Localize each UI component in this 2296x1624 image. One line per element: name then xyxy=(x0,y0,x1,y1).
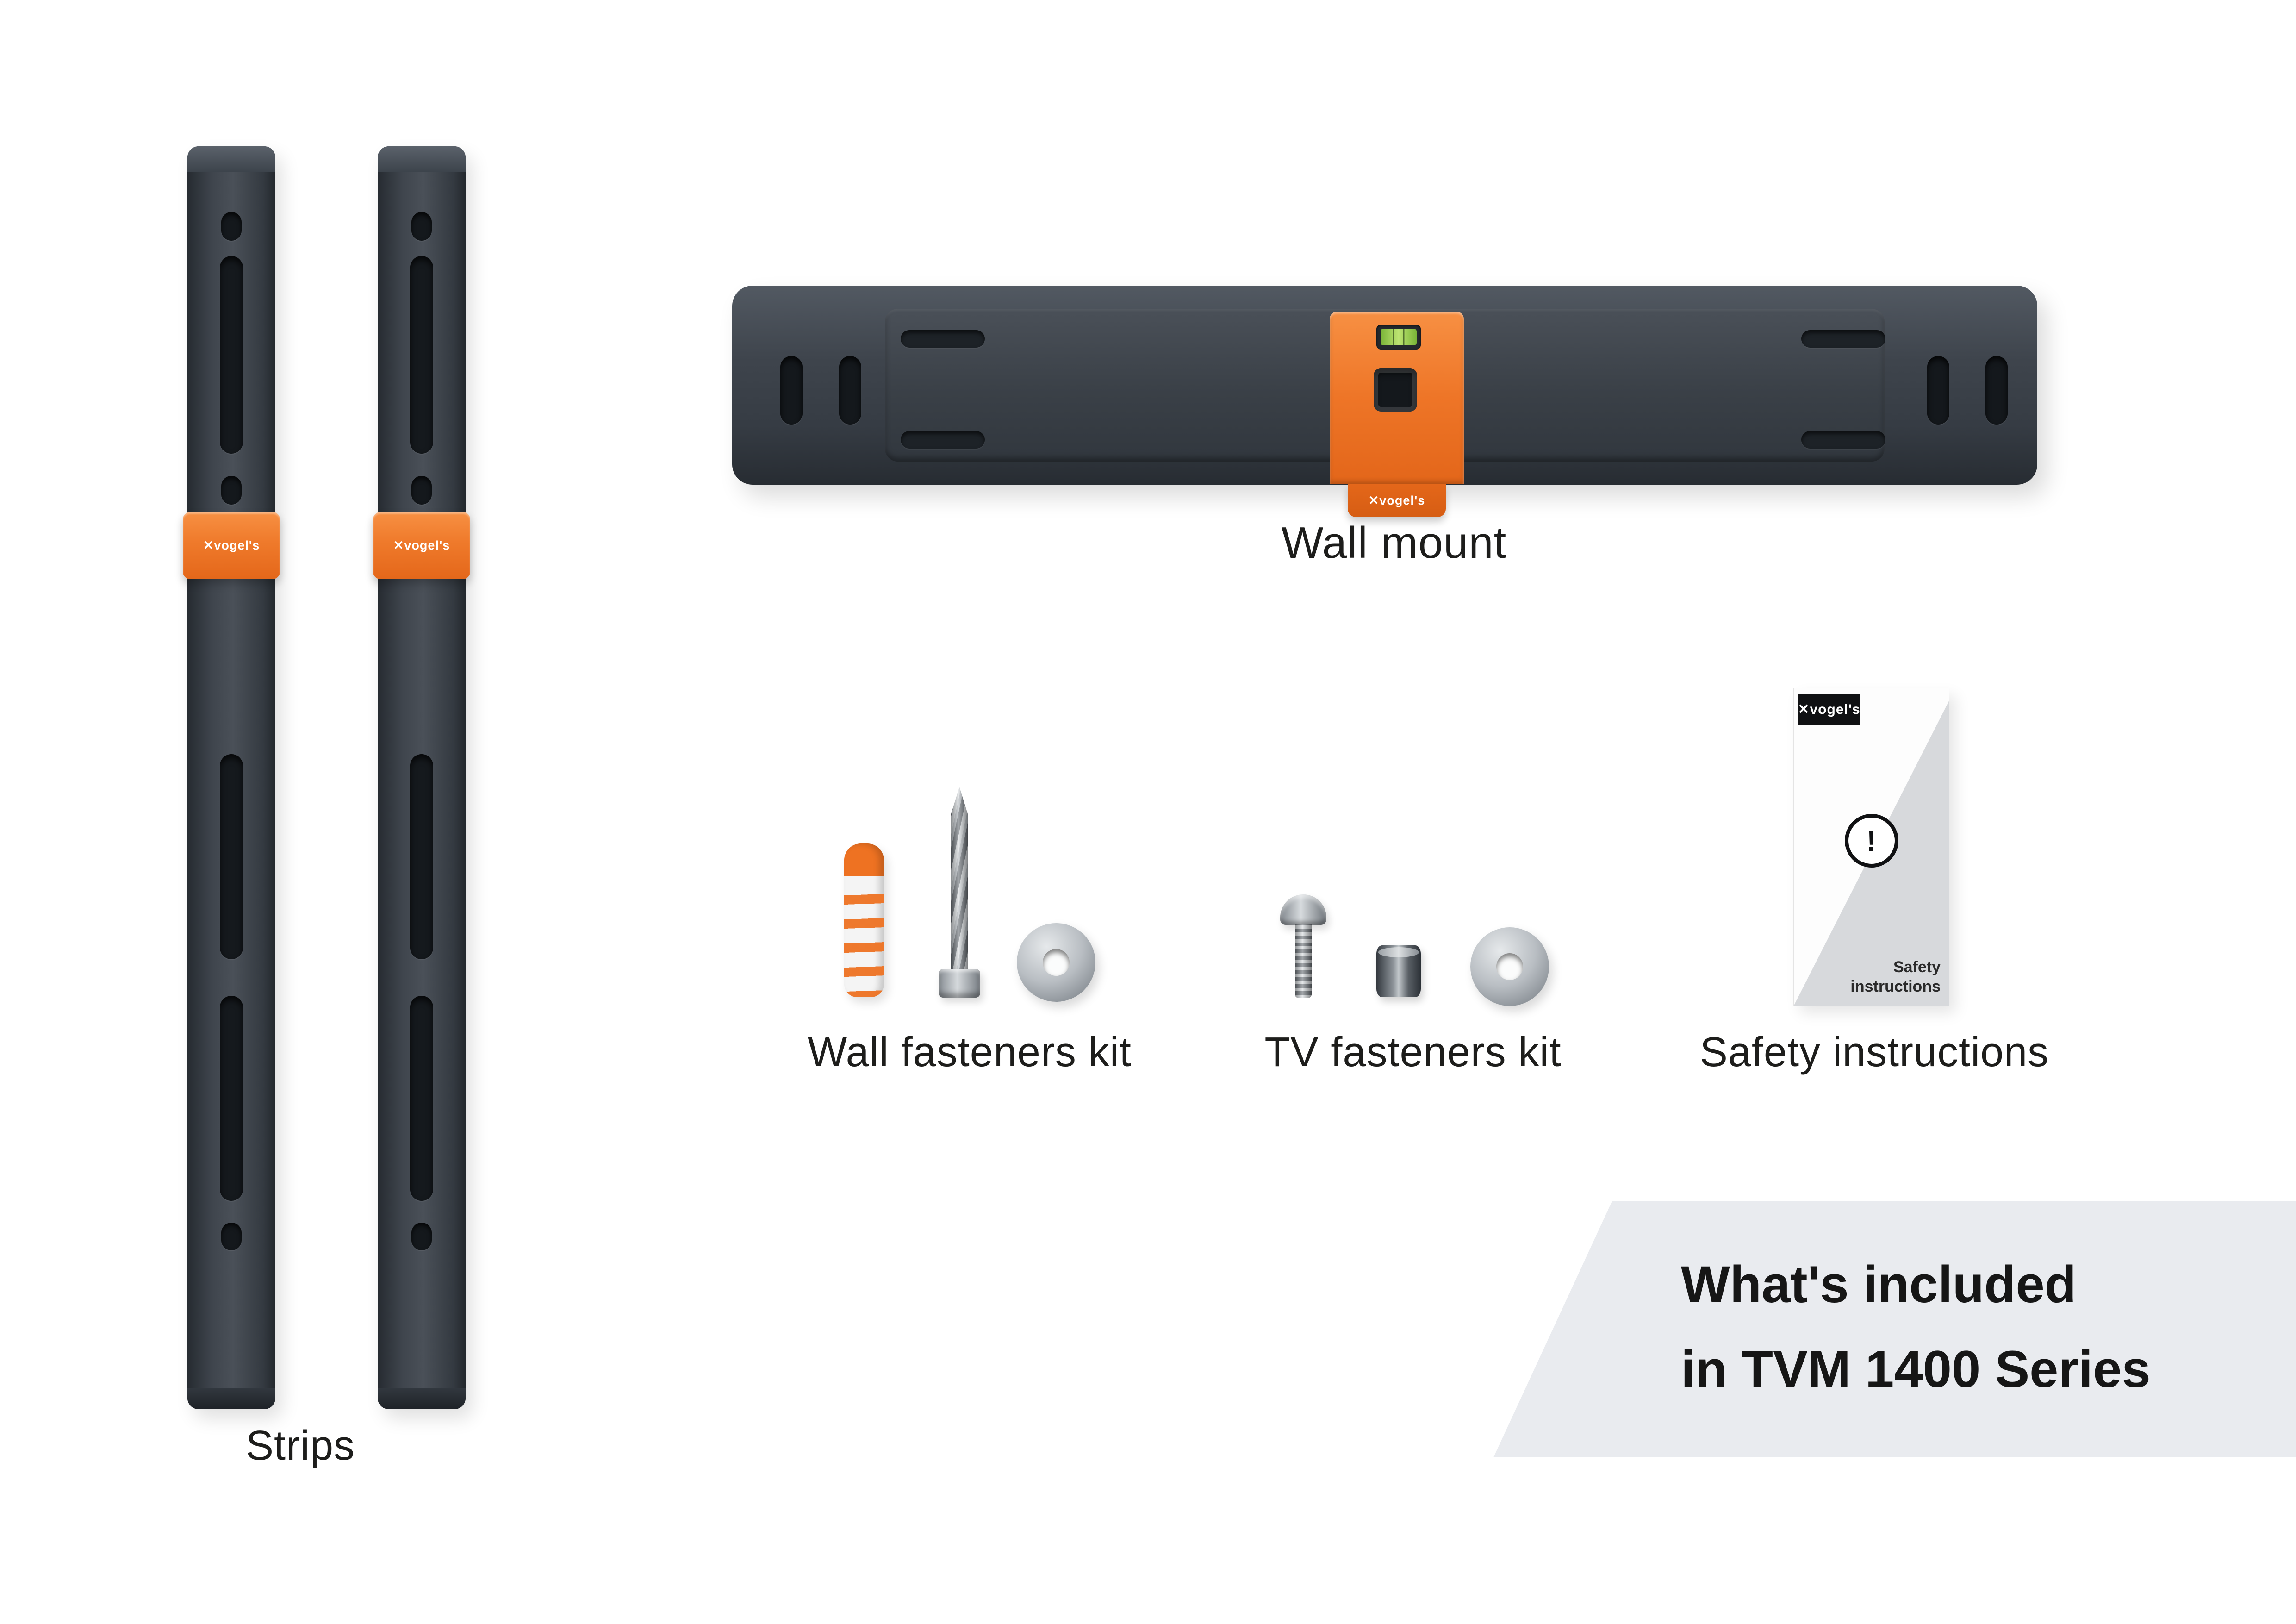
strip-hole xyxy=(221,1223,242,1250)
vogels-logo: ✕vogel's xyxy=(203,538,260,553)
wall-washer xyxy=(1017,923,1095,1002)
strip-hole xyxy=(221,476,242,505)
strips-label: Strips xyxy=(245,1423,355,1469)
strip-hole xyxy=(411,476,432,505)
vogels-logo-text: vogel's xyxy=(214,538,260,552)
strip-clip: ✕vogel's xyxy=(373,512,470,579)
strip-hole xyxy=(411,212,432,241)
tv-bolt-shank xyxy=(1295,924,1312,998)
included-banner-text: What's included in TVM 1400 Series xyxy=(1681,1242,2151,1412)
wall-plug xyxy=(844,843,884,997)
wall-screw-shank xyxy=(951,787,968,970)
mount-slot xyxy=(1985,356,2008,425)
strip-slot xyxy=(220,996,243,1201)
tv-washer xyxy=(1470,927,1549,1006)
mount-slot-horizontal xyxy=(1801,330,1885,348)
banner-line1: What's included xyxy=(1681,1255,2077,1313)
strip-hole xyxy=(221,212,242,241)
vogels-logo-text: vogel's xyxy=(404,538,450,552)
vogels-logo-mark: ✕ xyxy=(1798,701,1810,717)
mount-slot xyxy=(780,356,803,425)
wall-mount-label: Wall mount xyxy=(1281,518,1507,568)
mount-slot-horizontal xyxy=(1801,431,1885,449)
tv-spacer xyxy=(1376,945,1421,997)
fixation-hole xyxy=(1374,368,1417,412)
safety-instructions-label: Safety instructions xyxy=(1699,1029,2049,1075)
booklet-title: Safety instructions xyxy=(1850,957,1941,996)
strip-hole xyxy=(411,1223,432,1250)
bubble-level xyxy=(1376,325,1421,350)
vogels-logo-mark: ✕ xyxy=(393,538,404,552)
vogels-logo: ✕vogel's xyxy=(1369,493,1425,508)
mount-slot xyxy=(1927,356,1949,425)
strip-slot xyxy=(220,754,243,959)
mount-slot-horizontal xyxy=(901,330,985,348)
vogels-logo-mark: ✕ xyxy=(203,538,214,552)
safety-booklet: ✕vogel's ! Safety instructions xyxy=(1794,688,1949,1006)
banner-line2: in TVM 1400 Series xyxy=(1681,1340,2151,1398)
booklet-title-line1: Safety xyxy=(1893,958,1941,976)
strip-slot xyxy=(410,256,433,454)
wall-screw-head xyxy=(939,969,980,998)
vogels-logo-mark: ✕ xyxy=(1368,493,1380,507)
included-banner: What's included in TVM 1400 Series xyxy=(1493,1201,2296,1457)
strip-slot xyxy=(410,754,433,959)
mount-slot xyxy=(839,356,861,425)
vogels-logo: ✕vogel's xyxy=(393,538,450,553)
strip-slot xyxy=(410,996,433,1201)
tv-bolt-head xyxy=(1280,894,1326,925)
wall-fasteners-label: Wall fasteners kit xyxy=(808,1029,1132,1075)
wall-mount: ✕vogel's xyxy=(732,286,2037,517)
vogels-logo-text: vogel's xyxy=(1810,701,1860,717)
mount-slot-horizontal xyxy=(901,431,985,449)
booklet-title-line2: instructions xyxy=(1850,978,1941,995)
vogels-logo-inner: ✕vogel's xyxy=(1798,701,1860,718)
strip-left: ✕vogel's xyxy=(183,146,280,1409)
vogels-logo-text: vogel's xyxy=(1379,493,1425,507)
bubble-level-glass xyxy=(1381,329,1417,345)
tv-fasteners-label: TV fasteners kit xyxy=(1264,1029,1562,1075)
strip-clip: ✕vogel's xyxy=(183,512,280,579)
strip-right: ✕vogel's xyxy=(373,146,470,1409)
warning-icon: ! xyxy=(1844,813,1898,868)
vogels-logo: ✕vogel's xyxy=(1798,694,1860,725)
strip-slot xyxy=(220,256,243,454)
brand-tab: ✕vogel's xyxy=(1348,484,1446,517)
